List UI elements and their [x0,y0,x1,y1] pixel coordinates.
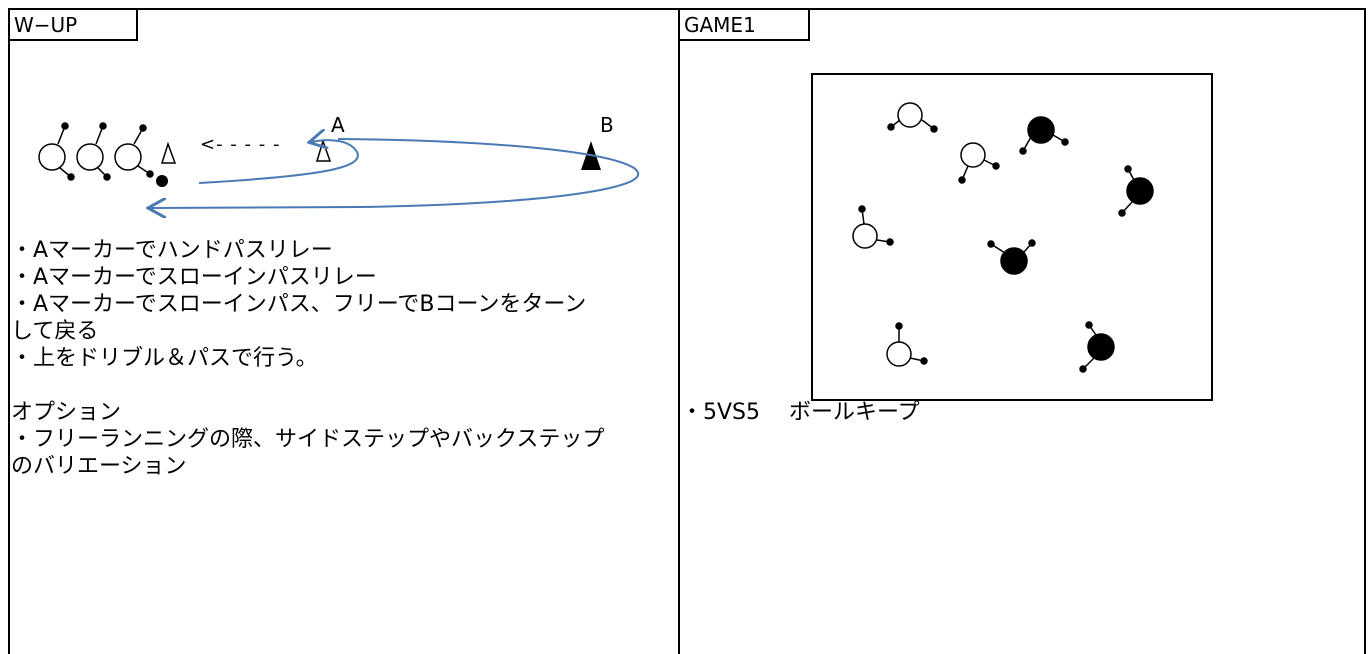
curve-arrow-around-b [150,138,640,208]
game-pitch [811,73,1213,401]
white-player [887,102,938,133]
instruction-line-5: ・上をドリブル＆パスで行う。 [11,346,318,371]
instruction-line-1: ・Aマーカーでハンドパスリレー [11,238,333,263]
dashed-arrow-label: <- - - - - [200,134,281,155]
instruction-line-4: して戻る [11,319,99,344]
top-border [8,8,1366,10]
option-heading: オプション [11,400,122,425]
marker-a-icon [315,138,332,162]
wup-tab-label: W−UP [10,10,138,41]
right-border [1364,8,1366,654]
game1-tab-label: GAME1 [680,10,810,41]
left-border [8,8,10,654]
marker-cone-start-icon [160,141,177,164]
game1-caption: ・5VS5 ボールキープ [681,400,920,425]
queue-player-2 [76,122,111,181]
black-player [1118,165,1154,217]
white-player [958,142,1000,184]
center-divider [678,8,680,654]
cone-b-label: B [600,113,614,137]
black-player [1019,116,1069,155]
queue-player-3 [114,124,154,178]
curve-arrow-to-a [198,140,359,184]
instruction-line-2: ・Aマーカーでスローインパスリレー [11,265,377,290]
white-player [852,205,894,249]
ball-icon [156,175,168,187]
option-line-1: ・フリーランニングの際、サイドステップやバックステップ [11,427,605,452]
marker-a-label: A [331,113,345,137]
queue-player-1 [38,122,75,181]
white-player [886,322,928,367]
instruction-line-3: ・Aマーカーでスローインパス、フリーでBコーンをターン [11,292,587,317]
black-player [987,239,1036,275]
option-line-2: のバリエーション [11,454,187,479]
black-player [1079,321,1115,373]
